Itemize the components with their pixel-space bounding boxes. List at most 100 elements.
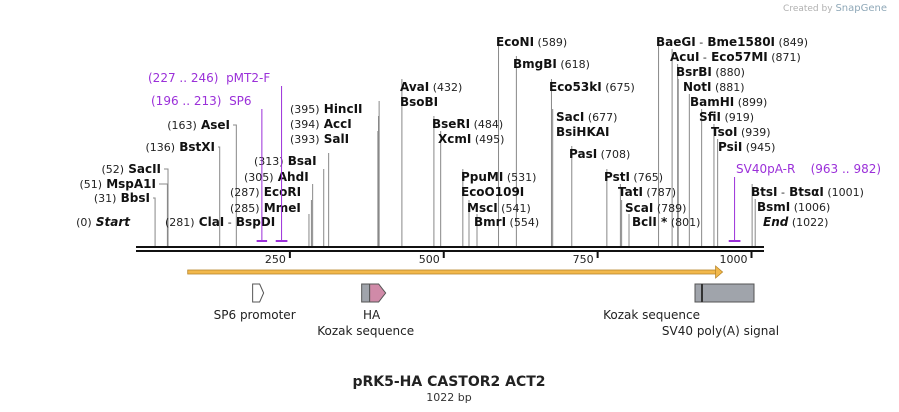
enzyme-name: PpuMI xyxy=(461,170,503,184)
sp6-promoter-label: SP6 promoter xyxy=(214,308,296,322)
site-position: - xyxy=(224,216,231,229)
site-position: (677) xyxy=(584,111,617,124)
site-position: (285) xyxy=(230,202,260,215)
ruler-tick-label: 750 xyxy=(573,253,594,266)
primer-range: (227 .. 246) xyxy=(148,71,226,85)
enzyme-name: BtsI xyxy=(751,185,778,199)
sp6-promoter-arrow xyxy=(252,283,265,303)
enzyme-name: ScaI xyxy=(625,201,653,215)
orf-arrow xyxy=(187,269,717,275)
enzyme-name: ClaI xyxy=(195,215,225,229)
site-position: (531) xyxy=(503,171,536,184)
site-label: BsrBI (880) xyxy=(676,65,745,79)
site-label: (52) SacII xyxy=(101,162,161,176)
sv40-polya-label: SV40 poly(A) signal xyxy=(662,324,779,338)
enzyme-name: AcuI xyxy=(670,50,699,64)
primer-label: (196 .. 213) SP6 xyxy=(151,94,252,108)
sv40-polya-box xyxy=(694,283,755,303)
site-position: (136) xyxy=(145,141,175,154)
site-label: (394) AccI xyxy=(290,117,352,131)
site-position: (31) xyxy=(94,192,117,205)
enzyme-name: TatI xyxy=(618,185,643,199)
site-position: (52) xyxy=(101,163,124,176)
site-label: PasI (708) xyxy=(569,147,630,161)
enzyme-name: BstXI xyxy=(175,140,215,154)
enzyme-name: BsaI xyxy=(284,154,317,168)
site-position: (945) xyxy=(742,141,775,154)
enzyme-name: MmeI xyxy=(260,201,301,215)
ruler-tick-label: 250 xyxy=(265,253,286,266)
site-position: (765) xyxy=(630,171,663,184)
site-label: (31) BbsI xyxy=(94,191,150,205)
site-label: Eco53kI (675) xyxy=(549,80,635,94)
snapgene-watermark: Created by SnapGene xyxy=(783,3,887,14)
enzyme-name: End xyxy=(763,215,789,229)
site-position: (305) xyxy=(244,171,274,184)
enzyme-name: BbsI xyxy=(116,191,150,205)
enzyme-name: BseRI xyxy=(432,117,470,131)
enzyme-name: AvaI xyxy=(400,80,429,94)
enzyme-name: PasI xyxy=(569,147,597,161)
enzyme-name: BsrBI xyxy=(676,65,712,79)
site-position: (484) xyxy=(470,118,503,131)
site-leader-line xyxy=(164,168,169,246)
primer-binding-bar xyxy=(256,240,268,242)
primer-name: pMT2-F xyxy=(226,71,270,85)
site-label: BmgBI (618) xyxy=(513,57,590,71)
enzyme-name-alt: BsiHKAI xyxy=(556,125,610,139)
site-label: BsmI (1006) xyxy=(757,200,830,214)
site-position: (541) xyxy=(498,202,531,215)
site-position: (432) xyxy=(429,81,462,94)
site-position: (287) xyxy=(230,186,260,199)
enzyme-name: XcmI xyxy=(438,132,471,146)
enzyme-name: Eco57MI xyxy=(707,50,768,64)
site-label: AcuI - Eco57MI (871) xyxy=(670,50,801,64)
site-label: BaeGI - Bme1580I (849) xyxy=(656,35,808,49)
site-label: (313) BsaI xyxy=(254,154,317,168)
site-position: (281) xyxy=(165,216,195,229)
site-label: BtsI - BtsαI (1001) xyxy=(751,185,864,199)
site-label: (395) HincII xyxy=(290,102,363,116)
enzyme-name: Eco53kI xyxy=(549,80,602,94)
site-leader-line xyxy=(233,124,237,246)
plasmid-length: 1022 bp xyxy=(426,391,471,404)
site-position: (1022) xyxy=(788,216,828,229)
restriction-site-labels: (0) Start(31) BbsI(51) MspA1I(52) SacII(… xyxy=(76,35,864,229)
primer-range: (196 .. 213) xyxy=(151,94,229,108)
enzyme-name: AccI xyxy=(320,117,352,131)
primer-binding-bar xyxy=(728,240,741,242)
site-position: (0) xyxy=(76,216,92,229)
site-label: XcmI (495) xyxy=(438,132,504,146)
site-position: (394) xyxy=(290,118,320,131)
enzyme-name: BtsαI xyxy=(785,185,824,199)
site-position: (618) xyxy=(557,58,590,71)
site-position: (801) xyxy=(667,216,700,229)
site-label: (163) AseI xyxy=(167,118,230,132)
site-label: TatI (787) xyxy=(618,185,676,199)
site-position: (787) xyxy=(643,186,676,199)
enzyme-name: SacII xyxy=(124,162,161,176)
ha-tag-arrow xyxy=(369,283,387,303)
site-label: SacI (677) xyxy=(556,110,617,124)
site-position: (919) xyxy=(721,111,754,124)
site-label: AvaI (432) xyxy=(400,80,462,94)
site-position: (395) xyxy=(290,103,320,116)
enzyme-name: SalI xyxy=(320,132,350,146)
site-position: (589) xyxy=(534,36,567,49)
site-label: MscI (541) xyxy=(467,201,531,215)
enzyme-name: HincII xyxy=(320,102,363,116)
primer-name: SP6 xyxy=(229,94,252,108)
enzyme-name: MspA1I xyxy=(102,177,156,191)
site-label: ScaI (789) xyxy=(625,201,686,215)
enzyme-name-alt: BsoBI xyxy=(400,95,438,109)
enzyme-name: MscI xyxy=(467,201,498,215)
site-label: BamHI (899) xyxy=(690,95,767,109)
enzyme-name-alt: EcoO109I xyxy=(461,185,524,199)
site-label: TsoI (939) xyxy=(711,125,771,139)
site-label: PsiI (945) xyxy=(718,140,775,154)
enzyme-name: BaeGI xyxy=(656,35,696,49)
enzyme-name: NotI xyxy=(683,80,712,94)
site-label: End (1022) xyxy=(763,215,828,229)
